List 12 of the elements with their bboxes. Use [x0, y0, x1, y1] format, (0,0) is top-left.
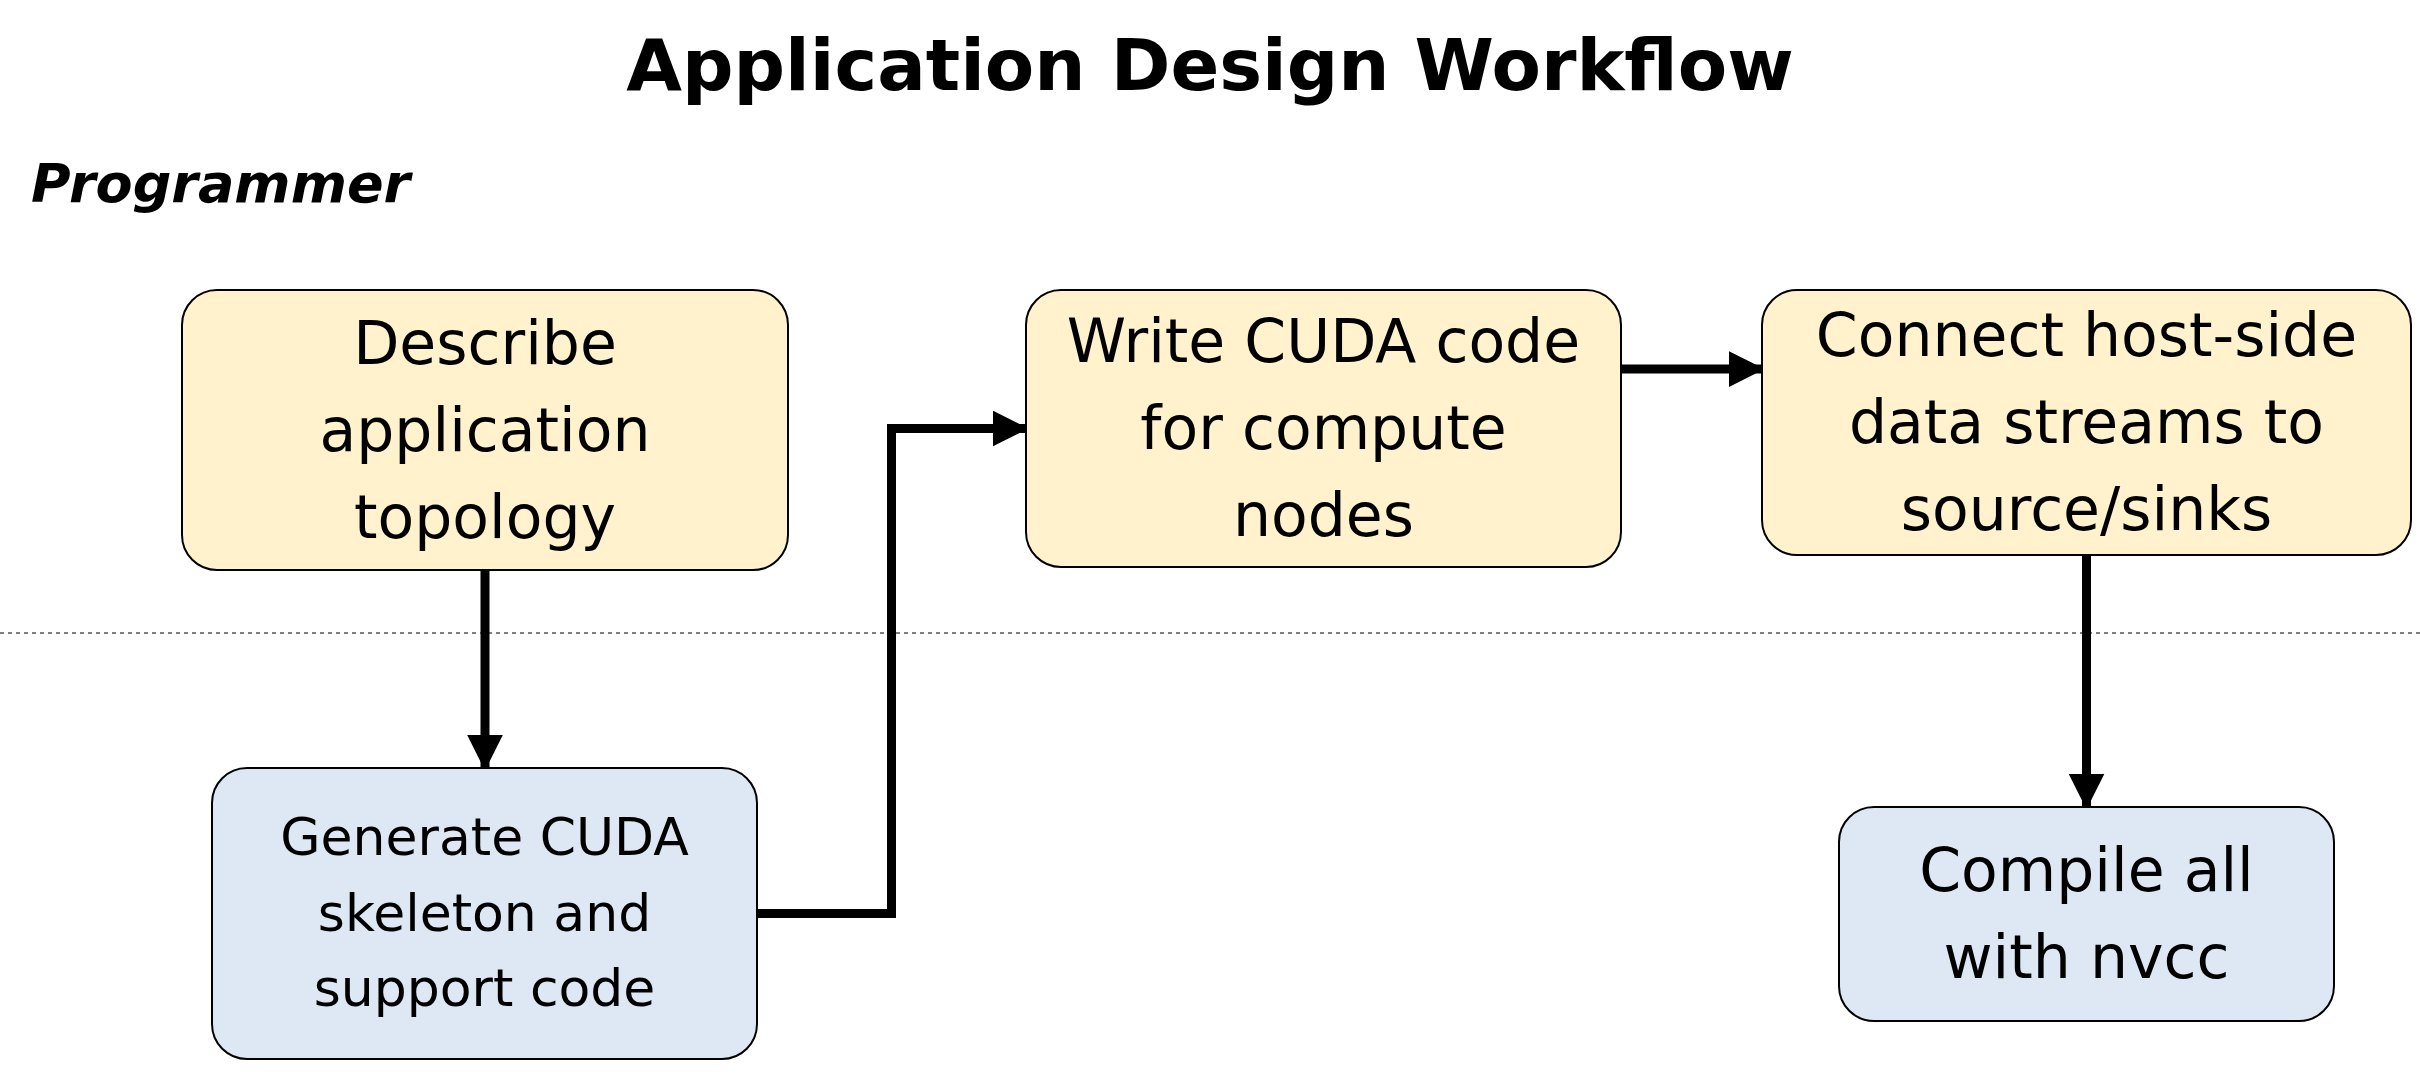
- process-box: [1838, 806, 2335, 1022]
- lane-label: Programmer: [31, 152, 411, 215]
- box-text: Write CUDA code for compute nodes: [1065, 305, 1582, 552]
- box-text: Compile all with nvcc: [1918, 834, 2255, 994]
- process-box: [181, 289, 789, 571]
- box-text: Describe application topology: [318, 306, 652, 554]
- process-box: [211, 767, 758, 1060]
- process-box: [1761, 289, 2412, 556]
- box-text: Generate CUDA skeleton and support code: [279, 806, 690, 1021]
- diagram-title: Application Design Workflow: [625, 22, 1795, 109]
- box-text: Connect host-side data streams to source/sinks: [1814, 299, 2359, 546]
- process-box: [1025, 289, 1622, 568]
